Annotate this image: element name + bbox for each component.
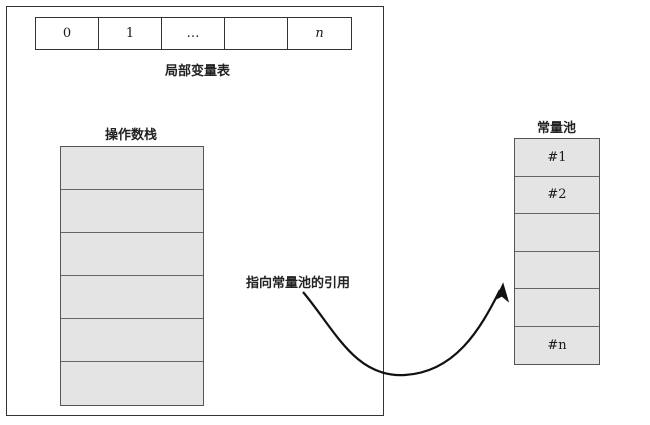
constant-pool-entry: #2 xyxy=(515,176,599,214)
reference-arrow-label: 指向常量池的引用 xyxy=(246,276,351,291)
operand-stack-slot xyxy=(61,233,203,276)
lvt-cell-ellipsis: … xyxy=(162,18,225,49)
operand-stack-slot xyxy=(61,319,203,362)
lvt-cell-0: 0 xyxy=(36,18,99,49)
operand-stack-slot xyxy=(61,362,203,405)
lvt-cell-n: n xyxy=(315,26,324,41)
operand-stack-slot xyxy=(61,276,203,319)
reference-arrow-curve xyxy=(302,289,501,377)
constant-pool-entry xyxy=(515,251,599,289)
local-variable-table-caption: 局部变量表 xyxy=(165,64,231,79)
operand-stack-caption: 操作数栈 xyxy=(105,128,158,143)
constant-pool: #1 #2 #n xyxy=(514,138,600,365)
constant-pool-caption: 常量池 xyxy=(537,121,577,136)
stack-frame-box xyxy=(6,6,384,416)
lvt-cell-1: 1 xyxy=(99,18,162,49)
operand-stack-slot xyxy=(61,147,203,190)
constant-pool-entry: #1 xyxy=(515,139,599,177)
lvt-cell-empty xyxy=(225,18,288,49)
operand-stack xyxy=(60,146,204,406)
constant-pool-entry xyxy=(515,214,599,252)
local-variable-table: 0 1 … n xyxy=(35,17,352,50)
arrowhead-icon xyxy=(494,282,510,303)
constant-pool-entry: #n xyxy=(515,326,599,364)
constant-pool-entry xyxy=(515,289,599,327)
operand-stack-slot xyxy=(61,190,203,233)
